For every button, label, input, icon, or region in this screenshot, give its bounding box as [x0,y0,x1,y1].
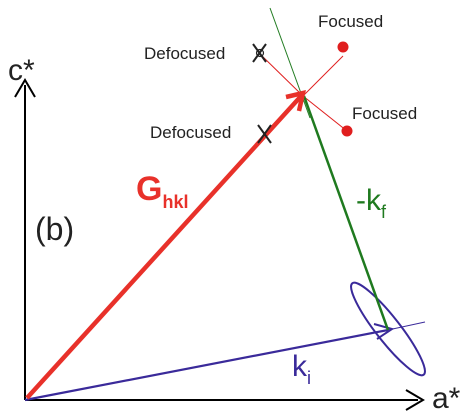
c-star-label: c* [8,54,35,87]
kf-subscript: f [381,202,387,222]
kf-vector [302,95,390,331]
focused-label-right: Focused [352,104,417,123]
g-hkl-label: Ghkl [136,170,188,212]
g-hkl-vector [25,93,304,400]
g-hkl-arrowhead [285,89,306,112]
g-hkl-subscript: hkl [162,192,188,212]
thin-green-line-focused [302,55,344,97]
ki-symbol: k [292,350,308,383]
ki-subscript: i [307,368,311,388]
c-star-axis-arrowhead [14,78,36,98]
resolution-ellipse [350,281,426,377]
kf-label: -kf [356,184,387,222]
kf-symbol: -k [356,184,382,217]
ki-vector [24,328,389,402]
ki-label: ki [292,350,311,388]
ki-extension [387,321,426,331]
focused-dot-top [337,41,349,53]
a-star-label: a* [432,382,461,411]
thin-green-line-long [269,7,311,119]
defocused-marker-mid [257,124,272,144]
axes [14,78,425,411]
a-star-axis-arrowhead [405,389,425,411]
focused-dot-right [341,125,353,137]
thin-red-line-lower [302,95,348,132]
g-hkl-symbol: G [136,170,162,208]
panel-label: (b) [35,211,74,247]
thin-red-line-upper [259,53,304,97]
defocused-label-mid: Defocused [150,123,231,142]
focused-label-top: Focused [318,12,383,31]
defocused-marker-top [252,43,267,63]
defocused-label-top: Defocused [144,44,225,63]
